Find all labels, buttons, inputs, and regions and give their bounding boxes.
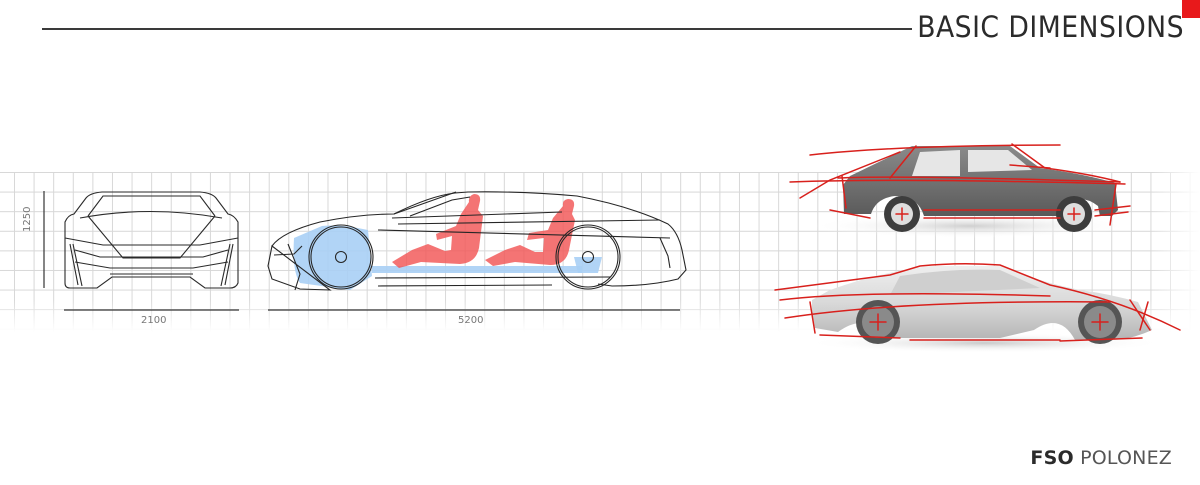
brand-light: POLONEZ [1080, 447, 1172, 469]
brand-bold: FSO [1030, 447, 1074, 469]
side-view-drawing [267, 191, 687, 311]
page-title: BASIC DIMENSIONS [917, 10, 1184, 44]
reference-original-car [789, 143, 1131, 238]
grid-fade [1150, 170, 1200, 340]
side-length-label: 5200 [458, 315, 484, 326]
reference-concept-car [774, 262, 1181, 353]
front-height-label: 1250 [22, 206, 33, 232]
brand-label: FSO POLONEZ [1030, 447, 1172, 469]
accent-square [1182, 0, 1200, 18]
front-view-drawing [43, 191, 239, 311]
front-width-label: 2100 [141, 315, 167, 326]
title-rule [42, 28, 912, 30]
